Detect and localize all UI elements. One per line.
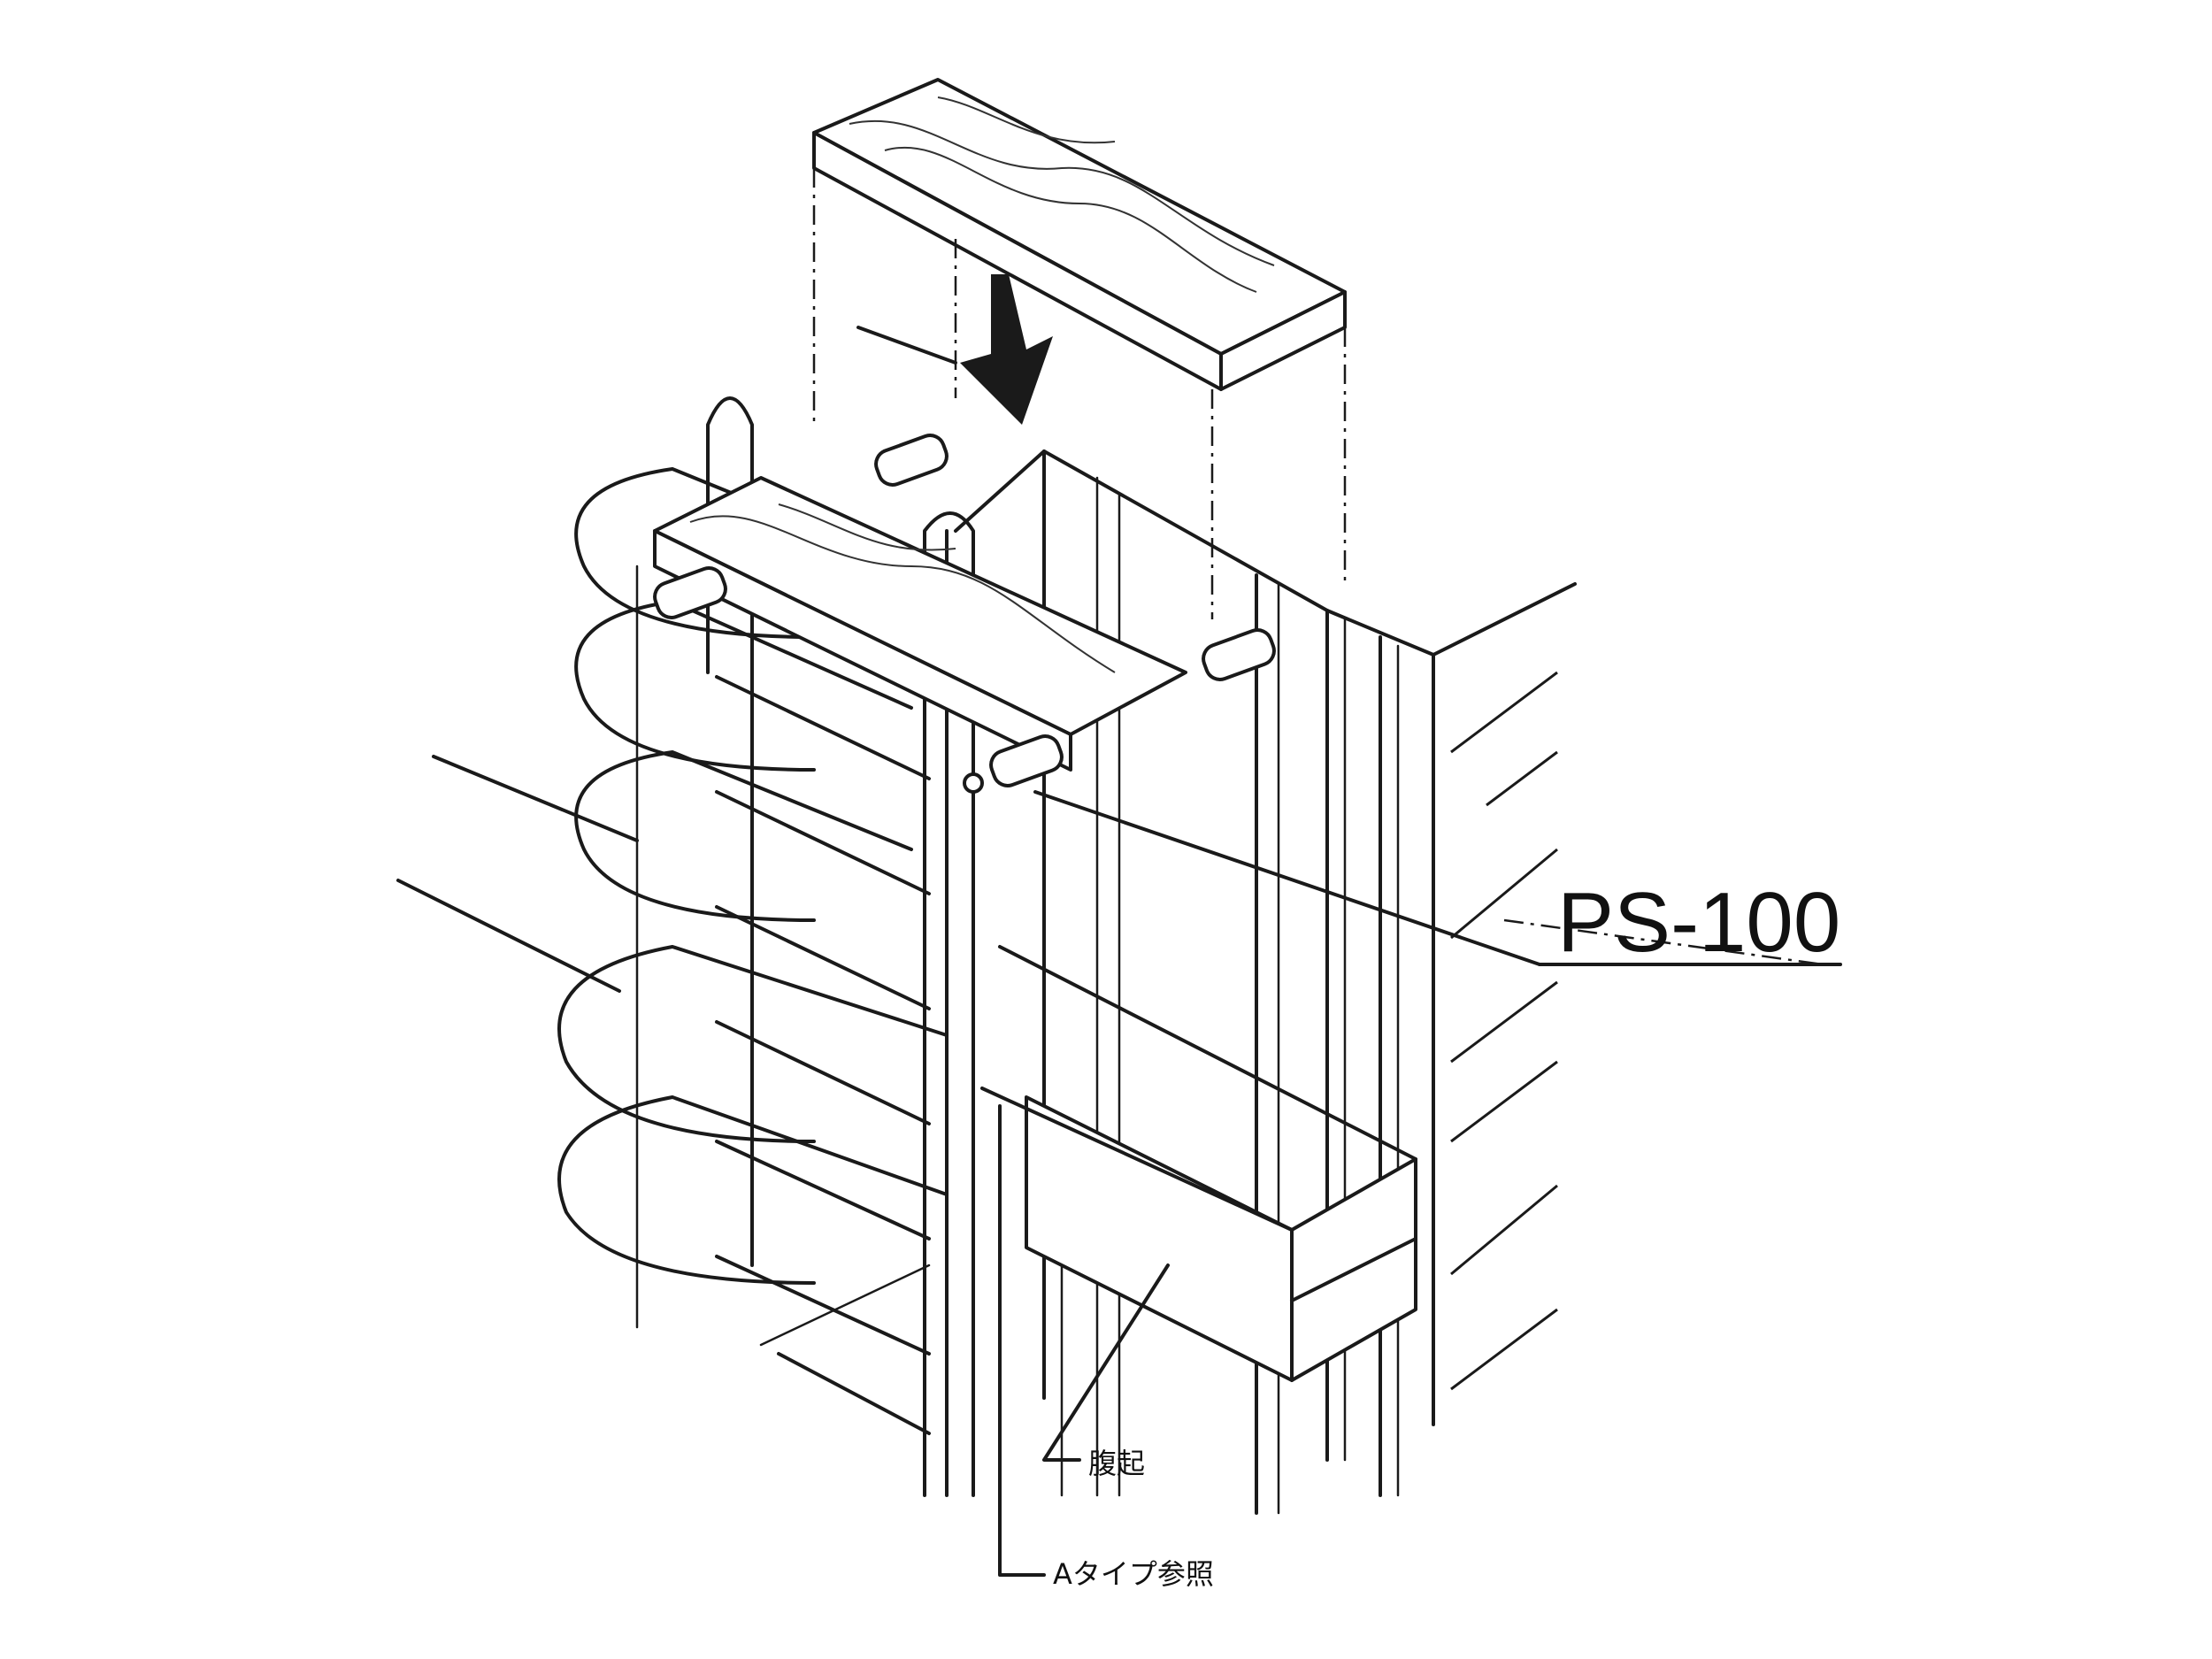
wood-plank-installed — [653, 476, 1187, 772]
reference-note-label: Aタイプ参照 — [1053, 1557, 1214, 1591]
part-note-label: 腹起 — [1088, 1447, 1145, 1480]
model-label: PS-100 — [1557, 875, 1840, 970]
leader-lines — [998, 790, 1842, 1577]
ground-lines — [396, 326, 957, 993]
ps100-clamps — [653, 434, 1276, 794]
wall-hatching — [1432, 582, 1577, 1426]
safety-cage — [557, 467, 949, 1347]
down-arrow-icon — [960, 274, 1053, 425]
guide-lines — [812, 168, 1824, 966]
wale-beam — [980, 945, 1417, 1382]
wood-plank — [812, 78, 1347, 391]
